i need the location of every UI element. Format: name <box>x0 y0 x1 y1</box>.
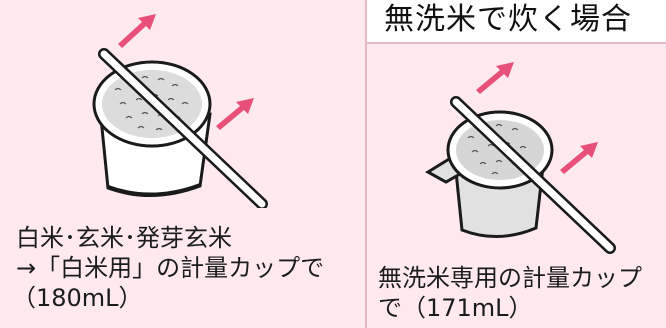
right-caption-line-2: で（171mL） <box>378 294 533 322</box>
heading-bar <box>367 0 666 44</box>
left-caption-line-1: 白米･玄米･発芽玄米 <box>16 224 232 252</box>
musenmai-cup-illustration <box>425 62 616 254</box>
left-caption-line-3: （180mL） <box>12 284 143 312</box>
pink-arrow-icon <box>476 62 514 94</box>
left-caption-line-2: →「白米用」の計量カップで <box>16 254 325 282</box>
pink-arrow-icon <box>560 142 598 174</box>
panel-divider <box>365 0 367 328</box>
leveling-stick-icon <box>450 96 616 254</box>
right-caption-line-1: 無洗米専用の計量カップ <box>378 264 642 292</box>
white-rice-cup-illustration <box>92 14 268 208</box>
pink-arrow-icon <box>118 14 156 48</box>
pink-arrow-icon <box>216 98 254 130</box>
leveling-stick-icon <box>98 48 268 208</box>
section-heading: 無洗米で炊く場合 <box>384 2 632 37</box>
